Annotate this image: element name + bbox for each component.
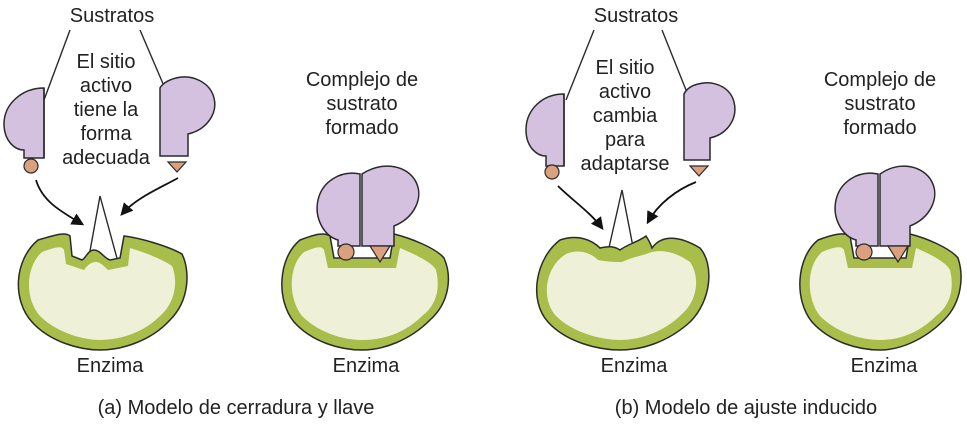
note-line-1: El sitio: [596, 57, 655, 79]
enzyme-a-left: [17, 233, 188, 351]
note-line-2: activo: [80, 75, 132, 97]
arrow-right-to-site: [120, 177, 179, 216]
caption-a: (a) Modelo de cerradura y llave: [98, 397, 375, 419]
caption-b: (b) Modelo de ajuste inducido: [615, 397, 877, 419]
enzyme-b-right: [799, 233, 962, 351]
complex-line-3: formado: [843, 117, 916, 139]
substrate-left: [3, 87, 45, 174]
enzyme-label-a-left: Enzima: [77, 355, 145, 377]
active-site-pointer: [87, 195, 119, 263]
arrow-left-to-site: [557, 185, 604, 231]
complex-line-1: Complejo de: [824, 69, 936, 91]
panel-a: Sustratos El sitio activo tiene la forma…: [3, 5, 450, 419]
substrates-label: Sustratos: [70, 5, 154, 27]
note-line-3: tiene la: [74, 99, 139, 121]
active-site-note: El sitio activo tiene la forma adecuada: [62, 51, 151, 169]
note-line-2: activo: [599, 81, 651, 103]
note-line-1: El sitio: [77, 51, 136, 73]
arrow-left-to-site: [35, 179, 85, 226]
panel-b: Sustratos El sitio activo cambia para ad…: [525, 5, 962, 419]
substrates-leader-line-right: [661, 29, 691, 101]
note-line-3: cambia: [593, 105, 658, 127]
active-site-note: El sitio activo cambia para adaptarse: [581, 57, 670, 175]
complex-note-a: Complejo de sustrato formado: [306, 69, 418, 139]
substrates-leader-line-left: [43, 29, 71, 101]
substrates-leader-line-left: [565, 29, 595, 101]
note-line-4: para: [605, 129, 646, 151]
substrate-left: [525, 93, 565, 180]
complex-substrates-b: [834, 165, 936, 264]
note-line-4: forma: [80, 123, 132, 145]
complex-note-b: Complejo de sustrato formado: [824, 69, 936, 139]
substrate-right: [683, 82, 736, 177]
active-site-pointer: [607, 189, 635, 253]
substrate-right: [159, 76, 216, 173]
arrow-right-to-site: [646, 181, 697, 225]
substrates-label: Sustratos: [594, 5, 678, 27]
note-line-5: adecuada: [62, 147, 151, 169]
enzyme-a-right: [281, 233, 450, 351]
complex-line-2: sustrato: [844, 93, 915, 115]
enzyme-label-b-left: Enzima: [601, 355, 669, 377]
complex-line-2: sustrato: [326, 93, 397, 115]
enzyme-b-left: [535, 234, 710, 351]
complex-line-3: formado: [325, 117, 398, 139]
complex-line-1: Complejo de: [306, 69, 418, 91]
complex-substrates-a: [316, 165, 420, 264]
enzyme-label-a-right: Enzima: [333, 355, 401, 377]
enzyme-label-b-right: Enzima: [851, 355, 919, 377]
note-line-5: adaptarse: [581, 153, 670, 175]
